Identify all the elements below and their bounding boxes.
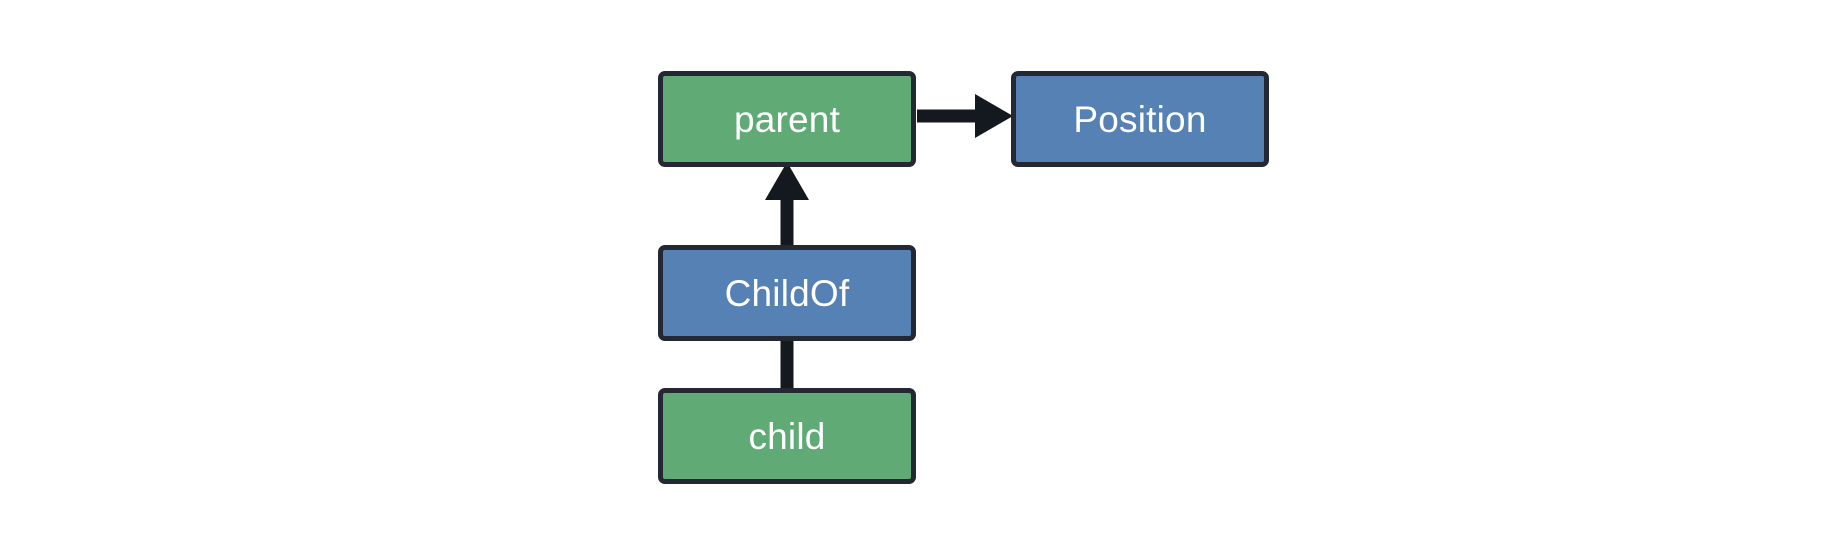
node-parent-label: parent [733, 98, 841, 140]
node-position[interactable]: Position [1011, 71, 1269, 167]
node-childof-label: ChildOf [724, 272, 850, 314]
node-parent[interactable]: parent [658, 71, 916, 167]
node-childof[interactable]: ChildOf [658, 245, 916, 341]
node-child-label: child [748, 415, 826, 457]
edge-parent-to-position-arrowhead [975, 94, 1013, 138]
node-position-label: Position [1073, 98, 1207, 140]
edge-childof-to-parent-arrowhead [765, 162, 809, 200]
edge-parent-to-position [917, 94, 1013, 138]
node-child[interactable]: child [658, 388, 916, 484]
edge-childof-to-parent [765, 162, 809, 247]
